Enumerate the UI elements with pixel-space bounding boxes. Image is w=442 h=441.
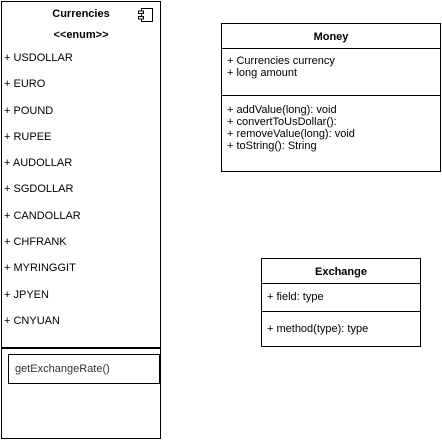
currencies-enum-box[interactable]: Currencies <<enum>> + USDOLLAR + EURO + … [1,1,161,439]
money-operation: + addValue(long): void [227,104,337,116]
money-operations: + addValue(long): void + convertToUsDoll… [227,104,355,152]
money-class-box[interactable]: Money + Currencies currency + long amoun… [221,23,441,172]
enum-literal: + USDOLLAR [4,52,73,64]
enum-literal: + SGDOLLAR [4,183,74,196]
exchange-section-divider [262,311,420,312]
currencies-title: Currencies [52,8,110,20]
money-title: Money [313,31,349,43]
exchange-attribute: + field: type [267,291,324,303]
enum-literal: + RUPEE [4,130,52,143]
currencies-stereotype: <<enum>> [53,29,109,41]
money-operation: + convertToUsDollar(): [227,116,337,128]
exchange-operations: + method(type): type [267,323,368,335]
exchange-title: Exchange [315,266,367,278]
enum-literal: + CHFRANK [4,236,67,249]
money-operation: + toString(): String [227,140,317,152]
enum-literal-list: + USDOLLAR + EURO + POUND + RUPEE + AUDO… [4,52,154,341]
currencies-divider [2,347,160,349]
exchange-title-divider [262,283,420,284]
enum-literal: + MYRINGGIT [4,262,76,275]
exchange-class-box[interactable]: Exchange + field: type + method(type): t… [261,258,421,347]
get-exchange-rate-method[interactable]: getExchangeRate() [8,354,160,384]
money-attribute: + Currencies currency [227,55,335,67]
component-icon [138,8,153,22]
enum-literal: + CNYUAN [4,314,60,327]
enum-literal: + JPYEN [4,288,49,301]
money-section-divider [222,95,440,96]
enum-literal: + CANDOLLAR [4,209,81,222]
exchange-operation: + method(type): type [267,323,369,335]
money-attributes: + Currencies currency + long amount [227,55,335,79]
money-title-divider [222,48,440,49]
enum-literal: + POUND [4,104,54,117]
money-operation: + removeValue(long): void [227,128,355,140]
enum-literal: + EURO [4,78,46,91]
money-attribute: + long amount [227,67,298,79]
exchange-attributes: + field: type [267,291,324,303]
enum-literal: + AUDOLLAR [4,157,73,170]
